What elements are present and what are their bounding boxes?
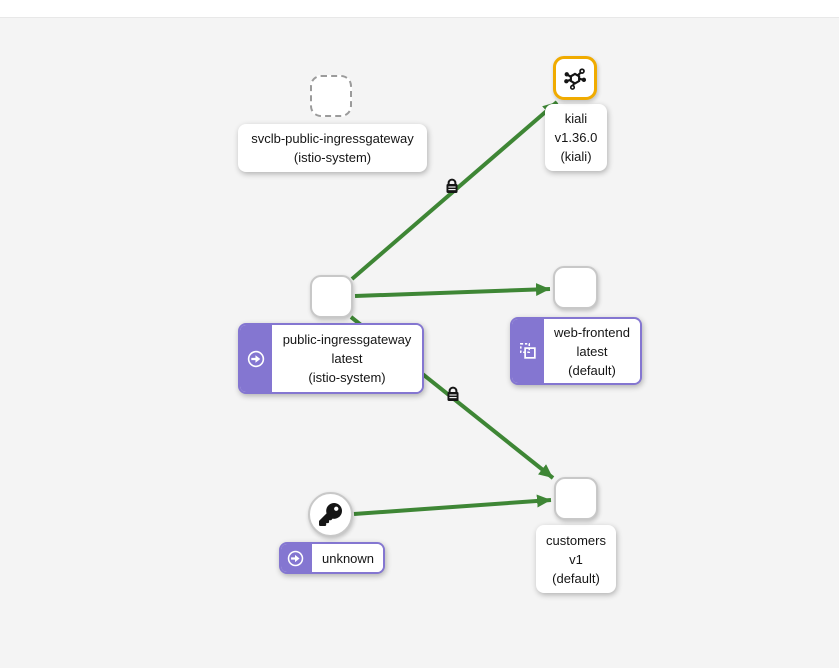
label-customers[interactable]: customers v1 (default): [536, 525, 616, 593]
label-kiali[interactable]: kiali v1.36.0 (kiali): [545, 104, 607, 171]
node-version: latest: [331, 351, 363, 366]
node-title: unknown: [321, 550, 375, 566]
node-namespace: (istio-system): [293, 150, 372, 165]
node-title: customers: [546, 532, 606, 548]
node-namespace: (kiali): [560, 149, 592, 164]
label-web-frontend[interactable]: web-frontend latest (default): [510, 317, 642, 385]
edge-unknown-to-customers[interactable]: [353, 494, 552, 516]
node-namespace: (default): [552, 570, 600, 586]
node-version: v1.36.0: [554, 130, 598, 145]
node-kiali[interactable]: [553, 56, 597, 100]
node-public-ingressgateway[interactable]: [310, 275, 353, 318]
label-unknown[interactable]: unknown: [279, 542, 385, 574]
top-bar: [0, 0, 839, 18]
arrow-circle-right-icon: [247, 350, 265, 367]
mirroring-icon: [520, 343, 536, 359]
key-icon: [319, 503, 342, 526]
node-svclb-public-ingressgateway[interactable]: [310, 75, 352, 117]
node-customers[interactable]: [554, 477, 598, 520]
node-title: public-ingressgateway: [282, 332, 412, 347]
edge-ingressgateway-to-web-frontend[interactable]: [354, 283, 551, 298]
badge-panel: [281, 544, 312, 572]
node-version: latest: [576, 343, 608, 359]
label-svclb-public-ingressgateway[interactable]: svclb-public-ingressgateway (istio-syste…: [238, 124, 427, 172]
topology-icon: [564, 68, 587, 90]
node-unknown[interactable]: [308, 492, 353, 537]
node-version: v1: [569, 551, 583, 567]
node-title: kiali: [564, 111, 588, 126]
badge-panel: [512, 319, 544, 383]
node-title: svclb-public-ingressgateway: [251, 131, 414, 146]
badge-panel: [240, 325, 272, 392]
label-public-ingressgateway[interactable]: public-ingressgateway latest (istio-syst…: [238, 323, 424, 394]
node-web-frontend[interactable]: [553, 266, 598, 309]
node-namespace: (istio-system): [308, 370, 386, 385]
mtls-lock-icon: [447, 386, 459, 401]
arrow-circle-right-icon: [288, 550, 304, 566]
mtls-lock-icon: [446, 178, 458, 193]
node-namespace: (default): [568, 362, 616, 378]
node-title: web-frontend: [554, 324, 630, 340]
